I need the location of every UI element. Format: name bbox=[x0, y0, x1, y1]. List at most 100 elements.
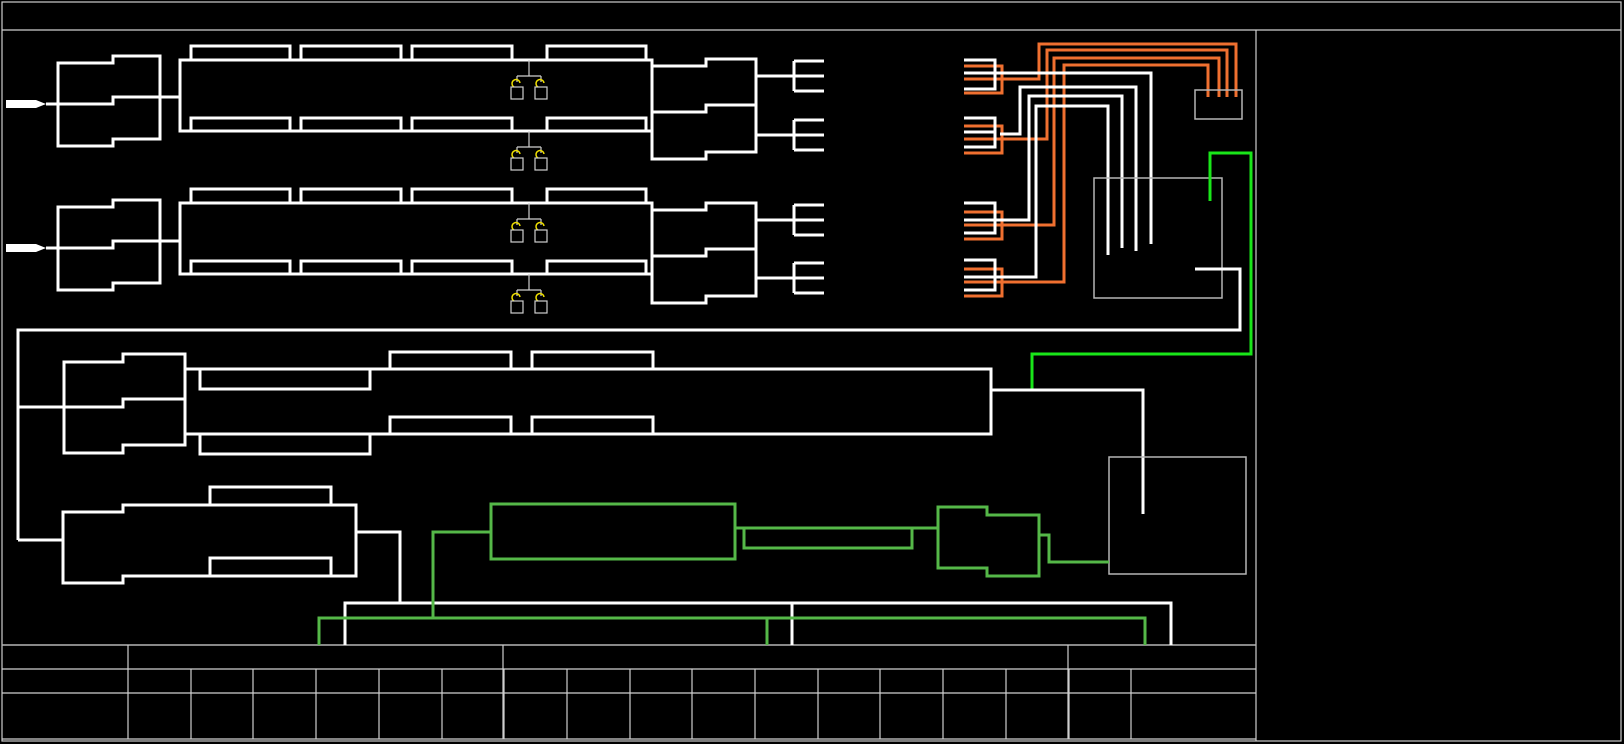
resonator-stub bbox=[208, 485, 333, 505]
tuning-screw-head-icon bbox=[511, 149, 521, 159]
resonator-stub bbox=[299, 116, 403, 131]
resonator-stub bbox=[189, 116, 292, 131]
resonator-stub bbox=[545, 44, 648, 60]
tuning-screw-head-icon bbox=[535, 292, 545, 302]
output-splitter-mid bbox=[652, 103, 756, 114]
harness-wire-white bbox=[964, 71, 1153, 244]
main-cavity-body bbox=[178, 58, 654, 133]
splitter-chain-1 bbox=[6, 44, 824, 161]
harness-wire bbox=[964, 42, 1238, 97]
tuning-screw-head-icon bbox=[535, 149, 545, 159]
inner-resonator bbox=[198, 367, 372, 391]
tuning-screw-head-icon bbox=[511, 78, 521, 88]
inner-resonator bbox=[198, 432, 372, 456]
resonator-stub bbox=[545, 259, 648, 274]
resonator-stub bbox=[208, 556, 333, 576]
green-output-line bbox=[1039, 533, 1109, 564]
resonator-stub bbox=[530, 350, 655, 369]
control-module-box bbox=[1093, 177, 1223, 299]
output-module-box bbox=[1108, 456, 1247, 575]
orange-wiring-harness bbox=[964, 42, 1238, 298]
title-block bbox=[2, 644, 1256, 740]
output-fork bbox=[756, 59, 824, 93]
input-splitter-mid bbox=[64, 397, 185, 409]
splitter-chain-2 bbox=[6, 187, 824, 305]
tuning-screw-stem bbox=[516, 203, 542, 225]
resonator-stub bbox=[299, 259, 403, 274]
input-splitter-body bbox=[56, 54, 162, 148]
splitter-chain-3 bbox=[18, 350, 1247, 575]
tuning-screw-stem bbox=[516, 60, 542, 82]
input-splitter-body bbox=[62, 352, 187, 455]
harness-wire bbox=[1002, 48, 1229, 141]
cavity-output-line bbox=[991, 388, 1145, 514]
tuning-screw-head-icon bbox=[535, 78, 545, 88]
resonator-stub bbox=[189, 259, 292, 274]
cavity-output-line bbox=[356, 530, 402, 603]
input-port-arrow bbox=[6, 100, 46, 108]
output-splitter-body bbox=[650, 57, 758, 161]
tuning-screw-head-icon bbox=[511, 292, 521, 302]
resonator-stub bbox=[299, 44, 403, 60]
green-filter-body bbox=[489, 502, 737, 561]
green-circuit bbox=[317, 502, 1147, 645]
harness-wire-white bbox=[995, 94, 1124, 248]
white-wiring-harness bbox=[16, 58, 1243, 540]
tuning-screw-base bbox=[510, 157, 524, 171]
tuning-screw-head-icon bbox=[535, 221, 545, 231]
output-fork bbox=[756, 118, 824, 152]
resonator-stub bbox=[545, 187, 648, 203]
bright-green-signal-wire bbox=[1030, 151, 1253, 390]
resonator-stub bbox=[410, 44, 514, 60]
green-lower-bus bbox=[317, 616, 1147, 645]
connector-comb-white bbox=[964, 201, 997, 235]
resonator-stub bbox=[299, 187, 403, 203]
input-feed-line bbox=[46, 239, 160, 250]
tuning-screw-base bbox=[510, 300, 524, 314]
output-splitter-mid bbox=[652, 247, 756, 258]
connector-comb-white bbox=[964, 258, 997, 292]
green-coupler-body bbox=[936, 505, 1041, 578]
splitter-chain-4 bbox=[18, 485, 1173, 645]
resonator-stub bbox=[530, 415, 655, 434]
harness-wire bbox=[1002, 63, 1210, 284]
tuning-screw-base bbox=[534, 300, 548, 314]
green-feed-line bbox=[431, 530, 491, 618]
tuning-screw-base bbox=[534, 229, 548, 243]
resonator-stub bbox=[388, 415, 513, 434]
tuning-screw-base bbox=[534, 86, 548, 100]
resonator-stub bbox=[410, 116, 514, 131]
harness-wire-white bbox=[1000, 85, 1138, 251]
harness-wire-white bbox=[995, 104, 1110, 279]
return-bus-line bbox=[16, 267, 1242, 540]
tuning-screw-stem bbox=[516, 274, 542, 296]
lower-bus-line bbox=[343, 601, 1173, 645]
tuning-screw-stem bbox=[516, 131, 542, 153]
connector-comb-white bbox=[964, 116, 997, 149]
input-port-arrow bbox=[6, 244, 46, 252]
tuning-screw-head-icon bbox=[511, 221, 521, 231]
terminal-block bbox=[1194, 89, 1243, 120]
long-cavity-body bbox=[183, 367, 993, 436]
resonator-stub bbox=[388, 350, 513, 369]
tuning-screw-base bbox=[510, 229, 524, 243]
resonator-stub bbox=[189, 44, 292, 60]
input-feed-line bbox=[46, 95, 160, 106]
resonator-stub bbox=[410, 187, 514, 203]
tuning-screw-base bbox=[534, 157, 548, 171]
input-splitter-body bbox=[56, 198, 162, 292]
output-fork bbox=[756, 261, 824, 295]
resonator-stub bbox=[545, 116, 648, 131]
tuning-screw-base bbox=[510, 86, 524, 100]
output-splitter-body bbox=[650, 201, 758, 305]
resonator-stub bbox=[410, 259, 514, 274]
small-cavity-body bbox=[61, 503, 358, 585]
tuning-screws bbox=[510, 60, 548, 314]
output-fork bbox=[756, 203, 824, 237]
resonator-stub bbox=[189, 187, 292, 203]
green-inner-resonator bbox=[742, 526, 914, 550]
main-cavity-body bbox=[178, 201, 654, 276]
